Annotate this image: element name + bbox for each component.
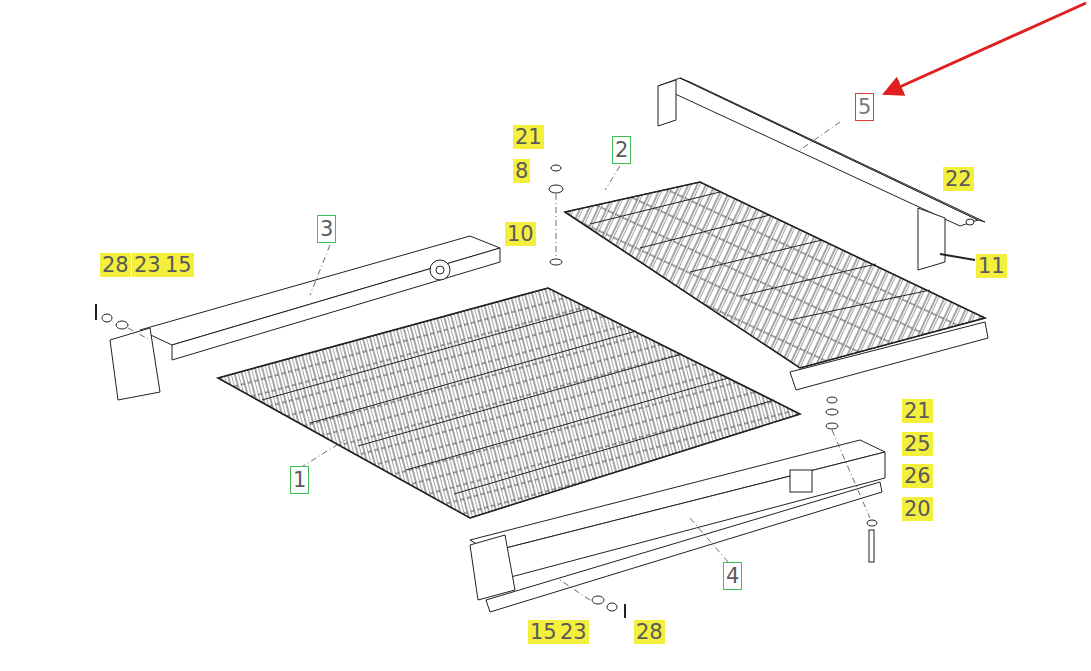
callout-number: 21 [513, 125, 544, 149]
callout-number: 22 [943, 167, 974, 191]
callout-number: 8 [513, 159, 530, 183]
callout-number: 2 [612, 136, 631, 164]
callout-number: 5 [855, 93, 874, 121]
callout-number: 28 [634, 620, 665, 644]
callout-number: 10 [505, 222, 536, 246]
callout-number: 25 [902, 432, 933, 456]
callout-number: 11 [976, 254, 1007, 278]
callout-number: 4 [723, 562, 742, 590]
callout-number: 23 [132, 253, 163, 277]
callout-number: 23 [558, 620, 589, 644]
callout-number: 15 [528, 620, 559, 644]
callout-number: 21 [902, 399, 933, 423]
callout-number: 28 [100, 253, 131, 277]
callout-number: 15 [163, 253, 194, 277]
callout-number: 3 [317, 215, 336, 243]
callout-number: 1 [290, 466, 309, 494]
callout-number: 26 [902, 464, 933, 488]
callout-number: 20 [902, 497, 933, 521]
